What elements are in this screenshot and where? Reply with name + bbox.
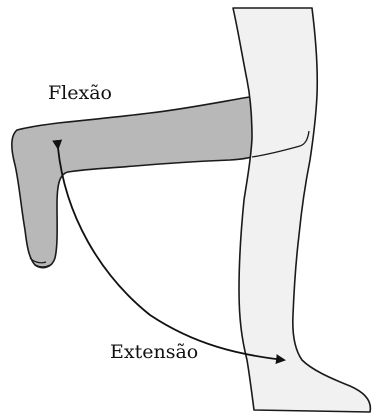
flexed-leg xyxy=(12,96,264,268)
extension-label: Extensão xyxy=(110,341,198,363)
extended-leg xyxy=(233,8,370,412)
flexion-label: Flexão xyxy=(48,82,112,104)
